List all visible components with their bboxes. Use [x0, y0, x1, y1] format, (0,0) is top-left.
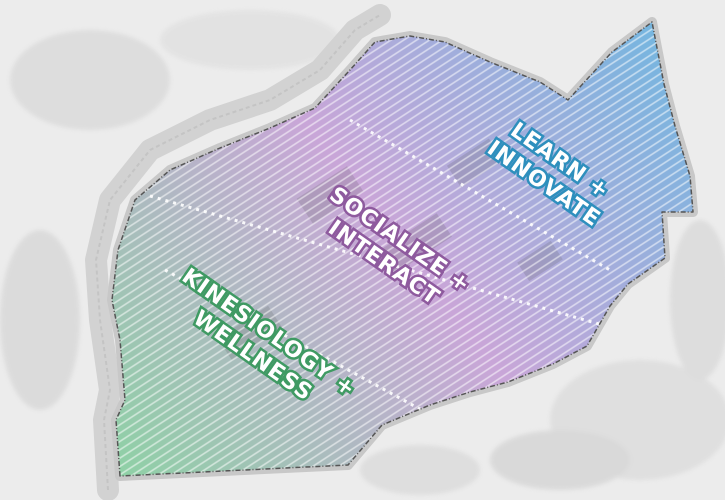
site-boundary — [111, 21, 694, 477]
background-texture — [0, 10, 725, 495]
zone-divider-mid — [349, 118, 611, 272]
zone-divider-upper — [149, 194, 621, 332]
perimeter-road-edge — [94, 14, 381, 491]
